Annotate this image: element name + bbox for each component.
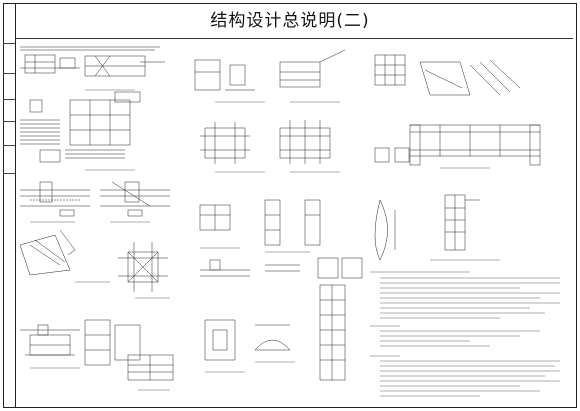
drawing-area-frame <box>16 38 573 405</box>
detail-beam-opening-2 <box>100 181 170 217</box>
detail-wall-tie-1 <box>199 204 231 231</box>
detail-notes-block <box>39 149 125 163</box>
detail-stair-section <box>127 354 174 381</box>
title-block-cell <box>3 43 15 74</box>
detail-right-column-elevation <box>444 194 480 251</box>
detail-right-top-1 <box>374 54 406 86</box>
detail-slab-corner-reinforcement <box>19 229 76 276</box>
sheet-title: 结构设计总说明(二) <box>210 11 370 31</box>
title-block-strip <box>3 3 16 408</box>
detail-column-plan-1 <box>200 122 250 164</box>
detail-right-beam-elevation <box>409 124 541 166</box>
title-block-cell <box>3 121 15 146</box>
detail-opening-square <box>118 242 168 292</box>
detail-wall-tie-2 <box>264 199 321 246</box>
title-block-cell <box>3 145 15 174</box>
title-block-cell <box>3 3 15 44</box>
drawing-sheet-border <box>3 3 577 408</box>
detail-wall-column <box>20 91 141 146</box>
detail-lintel-small <box>20 54 80 74</box>
right-notes-text <box>370 271 560 397</box>
detail-foundation-section-2 <box>84 319 141 366</box>
left-notes-header <box>20 46 160 51</box>
title-block-cell <box>3 73 15 100</box>
detail-lintel-large <box>84 55 165 77</box>
detail-right-top-2 <box>419 59 521 96</box>
detail-beam-end <box>194 59 255 91</box>
detail-beam-opening-1 <box>20 181 90 217</box>
detail-constructional-column <box>319 284 346 381</box>
detail-lintel-ring <box>200 257 363 279</box>
detail-foundation-section-1 <box>20 324 80 356</box>
detail-opening-frame <box>204 319 291 361</box>
title-block-cell <box>3 99 15 122</box>
detail-right-section-small <box>374 147 410 163</box>
detail-right-stair <box>374 199 396 261</box>
detail-caption-lines <box>30 89 500 391</box>
detail-column-plan-2 <box>279 120 331 164</box>
detail-parapet <box>279 49 346 88</box>
